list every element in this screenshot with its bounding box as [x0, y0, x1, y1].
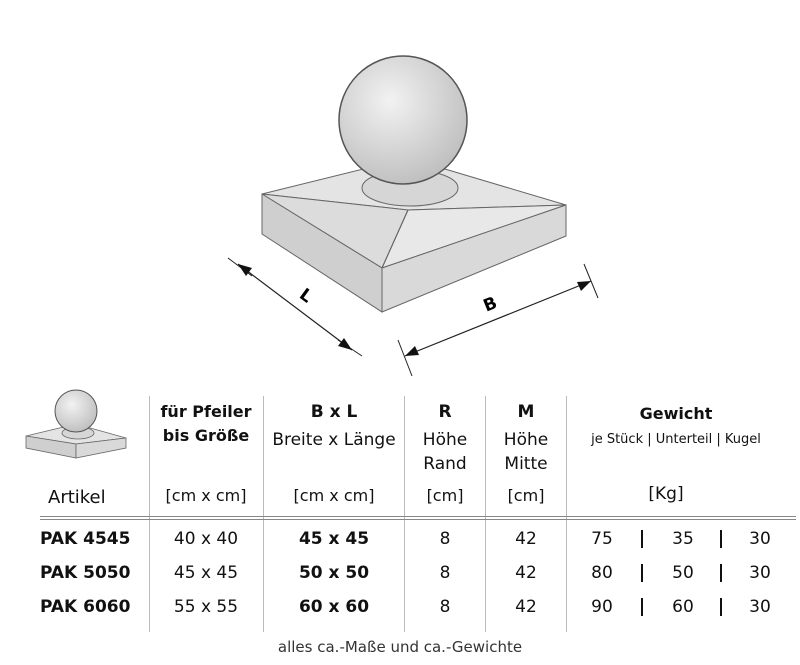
header-r-title: R [438, 402, 452, 422]
header-gewicht-unit: [Kg] [648, 484, 684, 504]
weight-separator [720, 598, 722, 616]
header-bxl-sub: Breite x Länge [272, 430, 396, 450]
header-gewicht-title: Gewicht [639, 404, 713, 423]
cell-kugel: 30 [749, 563, 771, 583]
cell-pfeiler: 40 x 40 [173, 529, 239, 549]
label-b: B [481, 293, 501, 316]
header-r-sub2: Rand [423, 454, 467, 474]
header-bxl-title: B x L [310, 402, 358, 422]
cell-bxl: 50 x 50 [298, 563, 370, 583]
cell-m: 42 [515, 597, 537, 617]
cell-r: 8 [439, 529, 451, 549]
weight-separator [641, 598, 643, 616]
ball [338, 55, 468, 185]
header-artikel: Artikel [48, 487, 106, 508]
header-m-unit: [cm] [507, 486, 545, 505]
cell-bxl: 45 x 45 [298, 529, 370, 549]
weight-separator [720, 530, 722, 548]
header-bxl-unit: [cm x cm] [293, 486, 375, 505]
label-l: L [295, 285, 316, 308]
dimension-b [397, 263, 599, 377]
header-pfeiler-line1: für Pfeiler [160, 402, 252, 421]
cell-m: 42 [515, 529, 537, 549]
cell-r: 8 [439, 597, 451, 617]
column-divider [485, 396, 486, 632]
cell-stueck: 75 [591, 529, 613, 549]
cell-artikel: PAK 6060 [40, 597, 131, 617]
header-r-sub1: Höhe [422, 430, 468, 450]
column-divider [566, 396, 567, 632]
product-thumbnail [25, 389, 127, 459]
header-m-sub1: Höhe [503, 430, 549, 450]
weight-separator [641, 530, 643, 548]
cell-stueck: 90 [591, 597, 613, 617]
cell-pfeiler: 55 x 55 [173, 597, 239, 617]
pier-cap-drawing: L B [227, 55, 599, 377]
cell-artikel: PAK 4545 [40, 529, 131, 549]
weight-separator [720, 564, 722, 582]
cell-unterteil: 35 [672, 529, 694, 549]
column-divider [263, 396, 264, 632]
header-separator [40, 519, 796, 520]
cell-kugel: 30 [749, 597, 771, 617]
cell-m: 42 [515, 563, 537, 583]
cell-r: 8 [439, 563, 451, 583]
cell-unterteil: 60 [672, 597, 694, 617]
column-divider [149, 396, 150, 632]
cell-bxl: 60 x 60 [298, 597, 370, 617]
cell-stueck: 80 [591, 563, 613, 583]
cap-slab [261, 157, 567, 313]
dimension-l [227, 257, 363, 357]
cell-kugel: 30 [749, 529, 771, 549]
cell-artikel: PAK 5050 [40, 563, 131, 583]
header-pfeiler-line2: bis Größe [162, 426, 250, 445]
header-pfeiler-unit: [cm x cm] [165, 486, 247, 505]
header-m-title: M [517, 402, 535, 422]
column-divider [404, 396, 405, 632]
cell-unterteil: 50 [672, 563, 694, 583]
header-r-unit: [cm] [426, 486, 464, 505]
header-m-sub2: Mitte [504, 454, 548, 474]
header-gewicht-sub: je Stück | Unterteil | Kugel [591, 432, 761, 447]
header-separator [40, 516, 796, 517]
footnote: alles ca.-Maße und ca.-Gewichte [277, 638, 523, 656]
weight-separator [641, 564, 643, 582]
cell-pfeiler: 45 x 45 [173, 563, 239, 583]
